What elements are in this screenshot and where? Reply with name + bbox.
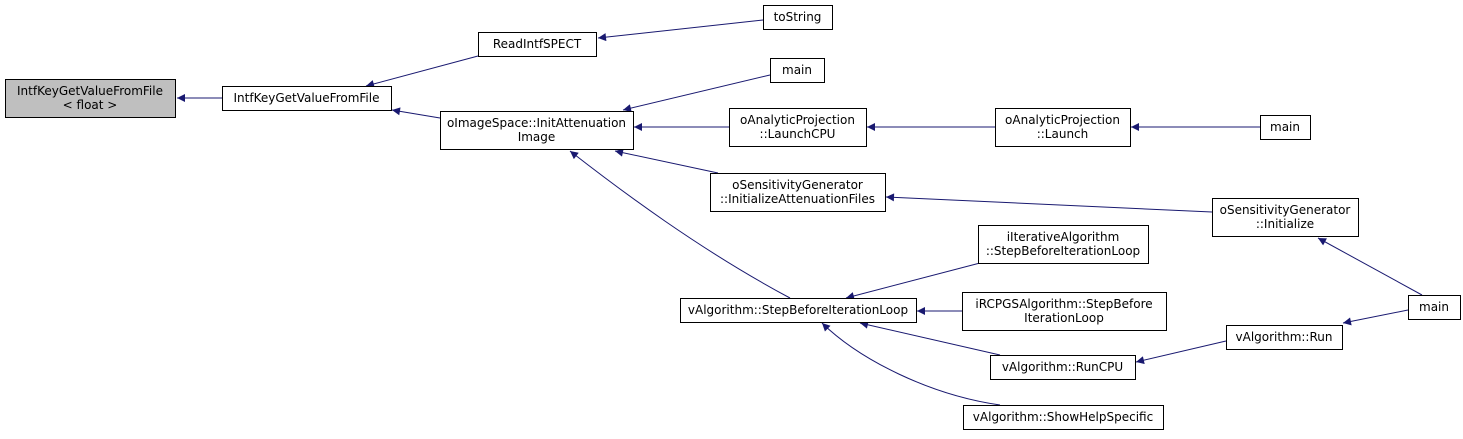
node-label-line: iRCPGSAlgorithm::StepBefore [975,297,1152,311]
node-label-line: ::Initialize [1256,217,1314,231]
node-box[interactable] [729,108,867,147]
node-box[interactable] [763,5,833,30]
node-label-line: vAlgorithm::Run [1236,330,1333,344]
node-box[interactable] [440,111,634,150]
edge-line [365,55,479,88]
node-readintf[interactable]: ReadIntfSPECT [478,32,597,57]
node-label-line: toString [774,10,822,24]
edge-iterstep-to-vstep [845,262,981,300]
edge-line [859,320,1001,356]
node-iterstep[interactable]: iIterativeAlgorithm::StepBeforeIteration… [978,225,1149,264]
node-box[interactable] [1408,295,1461,320]
node-label-line: oAnalyticProjection [1005,113,1120,127]
edge-line [569,150,791,299]
node-label-line: oAnalyticProjection [740,113,855,127]
edge-line [622,74,771,113]
node-box[interactable] [978,225,1149,264]
edge-line [1317,237,1423,296]
node-label-line: IterationLoop [1024,311,1104,325]
node-main3[interactable]: main [1408,295,1461,320]
node-showhelp[interactable]: vAlgorithm::ShowHelpSpecific [963,405,1164,430]
node-box[interactable] [478,32,597,57]
node-box[interactable] [1260,115,1311,140]
node-label-line: < float > [63,98,118,112]
node-box[interactable] [962,292,1167,331]
node-box[interactable] [680,298,917,323]
node-box[interactable] [995,108,1131,147]
edge-main3-to-run [1342,309,1409,326]
edge-line [885,193,1213,213]
node-label-line: oSensitivityGenerator [732,178,863,192]
edge-run-to-runcpu [1135,340,1227,365]
node-vstep[interactable]: vAlgorithm::StepBeforeIterationLoop [680,298,917,323]
node-box[interactable] [1226,325,1343,350]
edge-main3-to-sginit [1317,237,1423,296]
node-label-line: oSensitivityGenerator [1220,203,1351,217]
edge-line [845,262,981,300]
edge-line [1342,309,1409,326]
nodes-layer: IntfKeyGetValueFromFile< float >IntfKeyG… [5,5,1461,430]
node-box[interactable] [710,173,886,212]
edge-readintf-to-intfkey [365,55,479,88]
node-label-line: ReadIntfSPECT [493,37,582,51]
edge-initatt-to-intfkey [391,107,441,119]
node-label-line: ::Launch [1037,127,1089,141]
node-label-line: ::LaunchCPU [760,127,836,141]
node-box[interactable] [770,58,825,83]
node-initattfiles[interactable]: oSensitivityGenerator::InitializeAttenua… [710,173,886,212]
node-label-line: vAlgorithm::ShowHelpSpecific [973,410,1153,424]
node-box[interactable] [5,79,176,118]
edge-line [391,107,441,119]
edge-line [821,322,1001,406]
node-box[interactable] [963,405,1164,430]
node-label-line: main [782,63,812,77]
node-label-line: main [1270,120,1300,134]
node-runcpu[interactable]: vAlgorithm::RunCPU [990,355,1136,380]
node-label-line: IntfKeyGetValueFromFile [234,91,380,105]
node-box[interactable] [1212,198,1359,237]
node-label-line: Image [518,130,556,144]
node-label-line: vAlgorithm::StepBeforeIterationLoop [688,303,908,317]
node-label-line: main [1419,300,1449,314]
edge-main1-to-initatt [622,74,771,113]
node-main2[interactable]: main [1260,115,1311,140]
edge-showhelp-to-vstep [821,322,1001,406]
edge-vstep-to-initatt [569,150,791,299]
node-label-line: oImageSpace::InitAttenuation [447,116,626,130]
edge-line [1135,340,1227,365]
node-box[interactable] [222,86,392,111]
node-run[interactable]: vAlgorithm::Run [1226,325,1343,350]
node-tostring[interactable]: toString [763,5,833,30]
edge-line [597,19,764,42]
node-main1[interactable]: main [770,58,825,83]
edge-line [614,148,719,174]
edge-tostring-to-readintf [597,19,764,42]
node-box[interactable] [990,355,1136,380]
node-launchcpu[interactable]: oAnalyticProjection::LaunchCPU [729,108,867,147]
node-root[interactable]: IntfKeyGetValueFromFile< float > [5,79,176,118]
node-label-line: iIterativeAlgorithm [1007,230,1120,244]
edges-layer [177,19,1423,406]
node-label-line: vAlgorithm::RunCPU [1002,360,1123,374]
node-label-line: ::StepBeforeIterationLoop [986,244,1140,258]
node-intfkey[interactable]: IntfKeyGetValueFromFile [222,86,392,111]
edge-sginit-to-initattfiles [885,193,1213,213]
node-launch[interactable]: oAnalyticProjection::Launch [995,108,1131,147]
node-label-line: IntfKeyGetValueFromFile [17,84,163,98]
node-rcpgs[interactable]: iRCPGSAlgorithm::StepBeforeIterationLoop [962,292,1167,331]
edge-initattfiles-to-initatt [614,148,719,174]
node-sginit[interactable]: oSensitivityGenerator::Initialize [1212,198,1359,237]
node-label-line: ::InitializeAttenuationFiles [720,192,875,206]
edge-runcpu-to-vstep [859,320,1001,356]
